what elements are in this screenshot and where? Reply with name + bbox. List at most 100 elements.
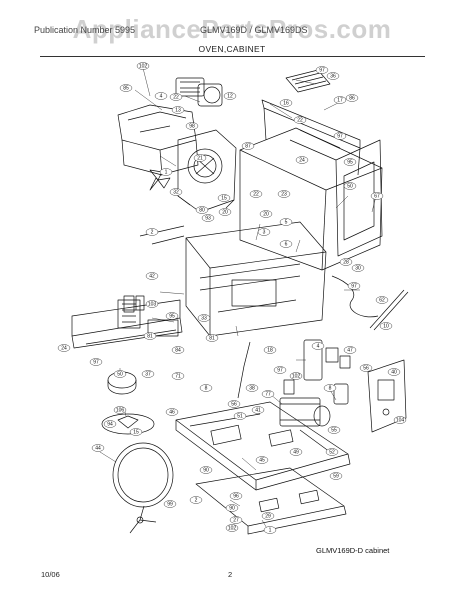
svg-text:90: 90 (203, 468, 209, 474)
vent-grille (285, 69, 331, 93)
svg-text:3: 3 (263, 230, 266, 236)
svg-text:56: 56 (363, 366, 369, 372)
svg-text:30: 30 (355, 266, 361, 272)
svg-text:106: 106 (116, 408, 125, 414)
svg-text:81: 81 (147, 334, 153, 340)
svg-text:18: 18 (267, 348, 273, 354)
svg-text:51: 51 (237, 414, 243, 420)
svg-text:27: 27 (233, 518, 239, 524)
svg-text:87: 87 (245, 144, 251, 150)
svg-text:20: 20 (222, 210, 228, 216)
svg-text:104: 104 (396, 418, 405, 424)
air-duct-assembly (117, 104, 199, 176)
svg-text:24: 24 (61, 346, 67, 352)
svg-text:49: 49 (293, 450, 299, 456)
svg-text:67: 67 (374, 194, 380, 200)
header-row: Publication Number 5995 GLMV169D / GLMV1… (0, 22, 464, 38)
turntable-coupler (129, 505, 157, 534)
svg-text:37: 37 (145, 372, 151, 378)
svg-text:95: 95 (169, 314, 175, 320)
svg-text:93: 93 (205, 216, 211, 222)
svg-text:6: 6 (285, 242, 288, 248)
transformer (279, 379, 321, 427)
svg-text:41: 41 (255, 408, 261, 414)
svg-text:52: 52 (329, 450, 335, 456)
svg-text:29: 29 (265, 514, 271, 520)
svg-text:95: 95 (347, 160, 353, 166)
svg-text:97: 97 (277, 368, 283, 374)
svg-text:23: 23 (281, 192, 287, 198)
svg-text:40: 40 (391, 370, 397, 376)
svg-text:22: 22 (173, 95, 179, 101)
cabinet-side-panel (335, 139, 383, 257)
svg-text:84: 84 (175, 348, 181, 354)
svg-text:32: 32 (173, 190, 179, 196)
svg-text:36: 36 (330, 74, 336, 80)
svg-text:50: 50 (117, 372, 123, 378)
model-number: GLMV169D / GLMV169DS (200, 25, 308, 35)
svg-text:97: 97 (319, 68, 325, 74)
section-title: OVEN,CABINET (198, 44, 266, 54)
page-number: 2 (228, 570, 233, 579)
svg-text:46: 46 (169, 410, 175, 416)
svg-text:8: 8 (205, 386, 208, 392)
svg-text:17: 17 (337, 98, 343, 104)
outer-cabinet (239, 99, 383, 271)
svg-text:13: 13 (175, 108, 181, 114)
svg-text:99: 99 (167, 502, 173, 508)
svg-text:15: 15 (221, 196, 227, 202)
svg-text:86: 86 (349, 96, 355, 102)
svg-text:96: 96 (233, 494, 239, 500)
oven-cavity-frame (185, 221, 327, 337)
svg-text:21: 21 (197, 156, 203, 162)
svg-text:15: 15 (133, 430, 139, 436)
svg-text:103: 103 (148, 302, 157, 308)
publication-number: Publication Number 5995 (34, 25, 136, 35)
wire-harness-icon (139, 225, 379, 399)
svg-text:81: 81 (209, 336, 215, 342)
svg-text:44: 44 (95, 446, 101, 452)
svg-text:50: 50 (347, 184, 353, 190)
header-divider (40, 56, 425, 57)
bottom-tray (195, 467, 347, 535)
svg-text:97: 97 (93, 360, 99, 366)
door-latch-icon (123, 295, 145, 313)
svg-text:2: 2 (195, 498, 198, 504)
svg-text:4: 4 (317, 344, 320, 350)
svg-text:59: 59 (333, 474, 339, 480)
svg-text:1: 1 (269, 528, 272, 534)
svg-text:71: 71 (175, 374, 181, 380)
svg-text:56: 56 (231, 402, 237, 408)
control-panel (71, 299, 183, 349)
switch-assembly (303, 339, 351, 381)
svg-text:42: 42 (149, 274, 155, 280)
svg-text:55: 55 (331, 428, 337, 434)
svg-text:102: 102 (228, 526, 237, 532)
svg-text:77: 77 (265, 392, 271, 398)
capacitor (313, 383, 349, 427)
svg-text:4: 4 (160, 94, 163, 100)
svg-text:1: 1 (165, 170, 168, 176)
turntable-roller-icon (112, 442, 174, 508)
svg-text:8: 8 (329, 386, 332, 392)
svg-text:38: 38 (249, 386, 255, 392)
fan-motor-icon (175, 77, 223, 107)
svg-text:102: 102 (292, 374, 301, 380)
svg-text:10: 10 (383, 324, 389, 330)
svg-text:97: 97 (337, 134, 343, 140)
svg-text:97: 97 (351, 284, 357, 290)
svg-text:62: 62 (379, 298, 385, 304)
svg-text:22: 22 (253, 192, 259, 198)
svg-text:28: 28 (343, 260, 349, 266)
svg-text:16: 16 (283, 101, 289, 107)
svg-text:33: 33 (201, 316, 207, 322)
svg-text:98: 98 (189, 124, 195, 130)
svg-text:47: 47 (347, 348, 353, 354)
svg-text:90: 90 (229, 506, 235, 512)
svg-text:5: 5 (285, 220, 288, 226)
svg-text:2: 2 (151, 230, 154, 236)
svg-text:94: 94 (107, 422, 113, 428)
fan-blade-icon (149, 169, 171, 191)
fan-shroud (177, 129, 237, 213)
